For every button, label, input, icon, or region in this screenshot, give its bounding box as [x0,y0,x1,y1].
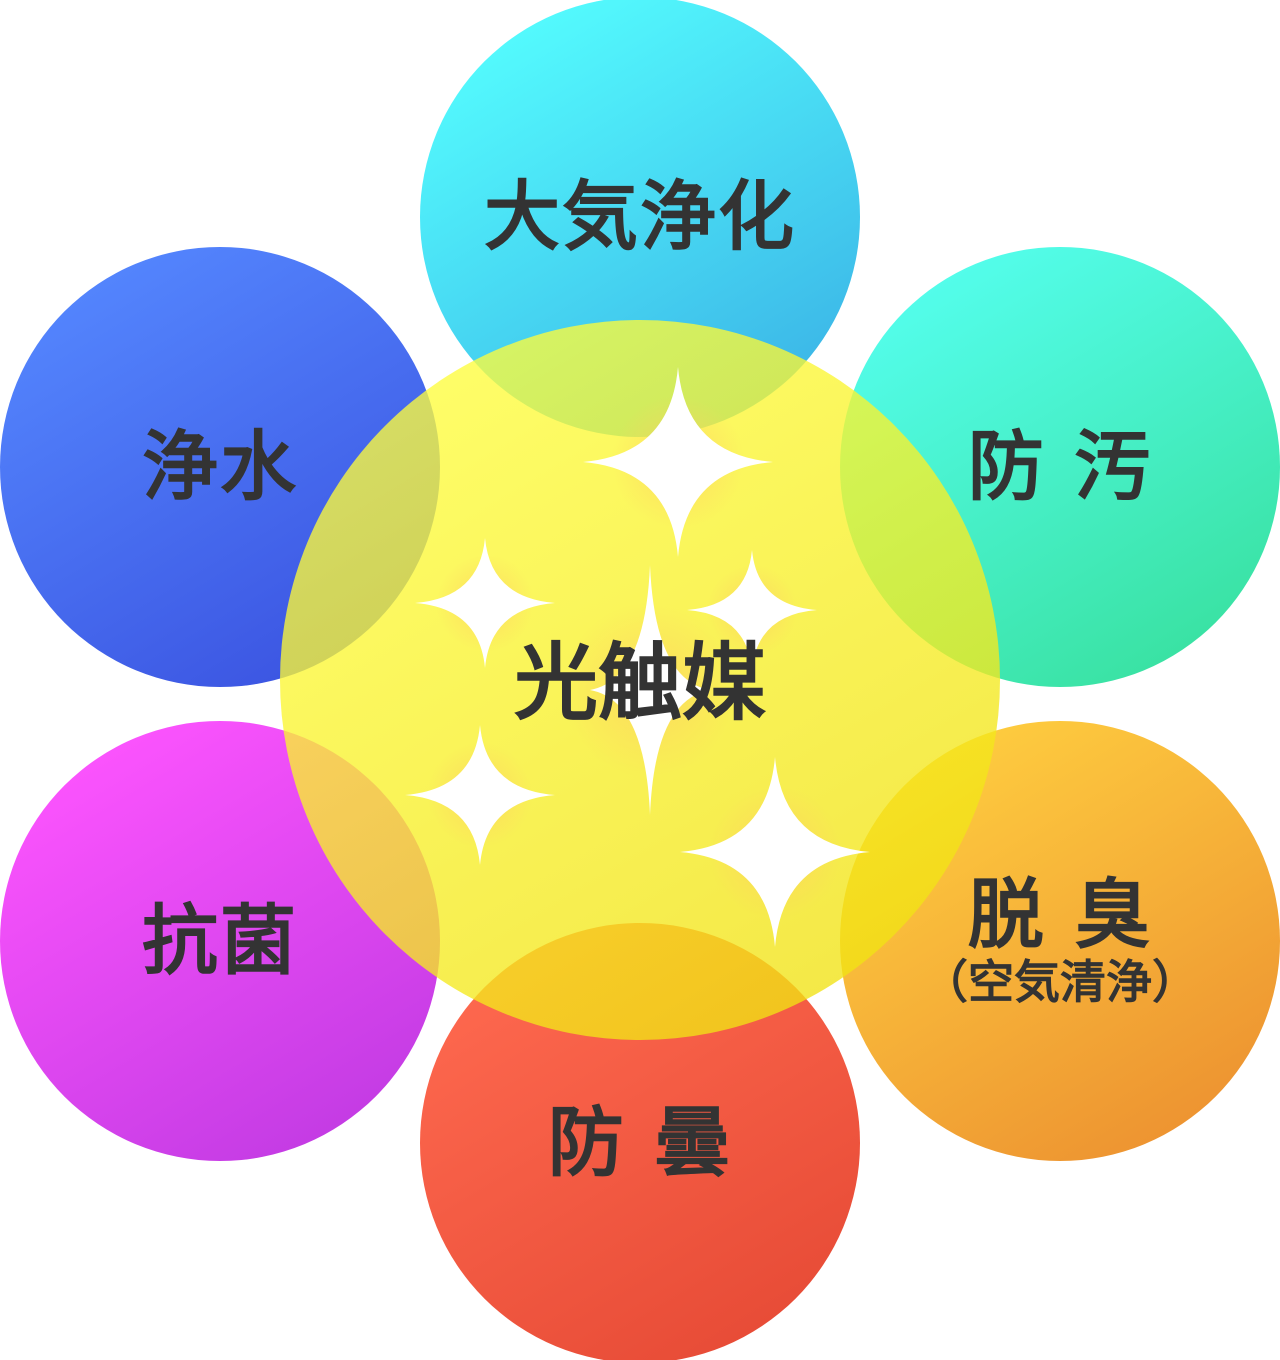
sparkle-icon [405,725,555,865]
sparkle-icon [583,367,773,557]
label-deodorize-group: 脱 臭 （空気清浄） [922,873,1198,1007]
label-antifog: 防 曇 [547,1098,733,1188]
sparkle-icon [590,565,710,815]
sparkle-icon [415,538,555,668]
label-air: 大気浄化 [484,172,796,262]
sparkle-icon [687,550,817,670]
label-water: 浄水 [142,422,298,512]
petal-circle-antifog [420,923,860,1360]
label-deodorize-sub: （空気清浄） [922,954,1198,1009]
label-deodorize: 脱 臭 [967,869,1153,959]
petal-circle-air [420,0,860,437]
sparkle-icon [680,757,870,947]
center-label: 光触媒 [513,633,767,732]
label-antifouling: 防 汚 [967,422,1153,512]
label-antibacterial: 抗菌 [142,896,298,986]
